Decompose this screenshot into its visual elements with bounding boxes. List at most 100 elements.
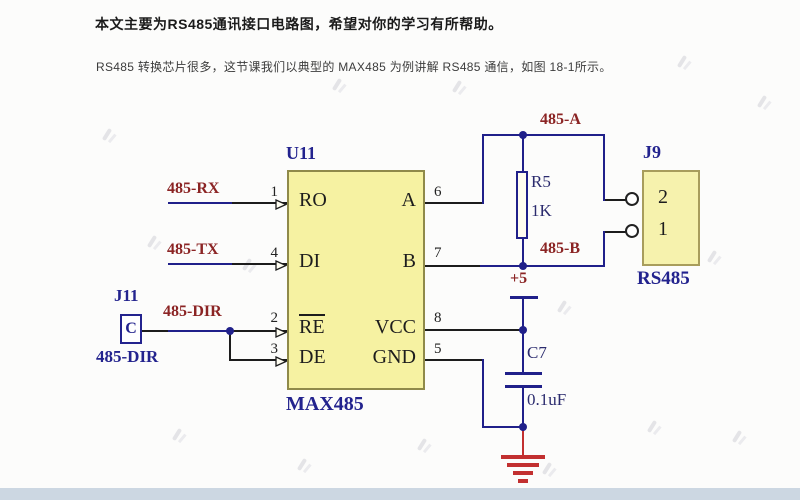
- wire-ground: [522, 427, 524, 456]
- pin-number: 4: [270, 245, 279, 261]
- pin-name-di: DI: [299, 250, 321, 272]
- pin-name-gnd: GND: [372, 346, 416, 368]
- wire-gnd-pin: [482, 359, 484, 428]
- junction-dot: [519, 326, 527, 334]
- wire-485-tx: [168, 263, 232, 265]
- wire-pin-a: [425, 202, 483, 204]
- pin-number: 1: [270, 184, 279, 200]
- net-label-485-rx: 485-RX: [167, 180, 220, 197]
- wire-gnd-pin: [425, 359, 483, 361]
- watermark-mark: [731, 429, 743, 444]
- pin-name-b: B: [402, 250, 416, 272]
- resistor-r5-body: [516, 171, 528, 239]
- wire-gnd-pin: [483, 426, 525, 428]
- connector-j9-body: [642, 170, 700, 266]
- bottom-strip: [0, 488, 800, 500]
- connector-j9-designator: J9: [643, 142, 661, 162]
- power-bar: [510, 296, 538, 299]
- wire-485-dir: [232, 330, 287, 332]
- ic-part-label: MAX485: [286, 393, 364, 415]
- connector-j9-terminal: [625, 192, 639, 206]
- wire-r5-top: [522, 134, 524, 172]
- watermark-mark: [171, 427, 183, 442]
- watermark-mark: [146, 234, 158, 249]
- junction-dot: [519, 131, 527, 139]
- watermark-mark: [101, 127, 113, 142]
- junction-dot: [519, 423, 527, 431]
- pin-name-de: DE: [299, 346, 326, 368]
- wire-vcc-cap: [522, 330, 524, 373]
- watermark-mark: [416, 437, 428, 452]
- pin-arrow-icon: [275, 258, 288, 272]
- wire-485-rx: [232, 202, 287, 204]
- wire-485-a-rail: [603, 134, 605, 201]
- watermark-mark: [706, 249, 718, 264]
- resistor-value: 1K: [531, 201, 552, 220]
- intro-line-2: RS485 转换芯片很多，这节课我们以典型的 MAX485 为例讲解 RS485…: [96, 60, 612, 74]
- pin-arrow-icon: [275, 197, 288, 211]
- resistor-designator: R5: [531, 172, 551, 191]
- wire-485-a-rail: [483, 134, 605, 136]
- wire-plus5: [522, 296, 524, 331]
- connector-j9-terminal: [625, 224, 639, 238]
- wire-r5-bottom: [522, 238, 524, 268]
- pin-number: 3: [270, 341, 279, 357]
- watermark-mark: [331, 77, 343, 92]
- wire-485-b-rail: [603, 231, 605, 267]
- wire-485-b-rail: [425, 265, 480, 267]
- capacitor-value: 0.1uF: [527, 390, 567, 409]
- pin-name-vcc: VCC: [374, 316, 416, 338]
- cap-plate-bottom: [505, 385, 542, 388]
- wire-485-b-rail: [480, 265, 605, 267]
- ic-designator: U11: [286, 143, 317, 163]
- wire-cap-gnd: [522, 387, 524, 428]
- connector-j9-pin1: 1: [658, 218, 668, 240]
- net-label-485-b: 485-B: [540, 240, 580, 257]
- watermark-mark: [676, 54, 688, 69]
- net-label-plus5: +5: [510, 270, 528, 287]
- wire-j9-pin2: [605, 199, 626, 201]
- wire-485-rx: [168, 202, 232, 204]
- connector-j11-designator: J11: [114, 286, 139, 305]
- watermark-mark: [296, 457, 308, 472]
- cap-plate-top: [505, 372, 542, 375]
- ground-icon: [513, 471, 533, 475]
- junction-dot: [519, 262, 527, 270]
- wire-dir-branch: [229, 330, 231, 361]
- wire-485-dir: [142, 330, 168, 332]
- pin-arrow-icon: [275, 325, 288, 339]
- wire-dir-branch: [229, 359, 287, 361]
- net-label-485-dir: 485-DIR: [163, 303, 222, 320]
- pin-number: 2: [270, 310, 279, 326]
- watermark-mark: [646, 419, 658, 434]
- ic-max485-body: [287, 170, 425, 390]
- wire-pin-a: [482, 134, 484, 204]
- net-label-485-tx: 485-TX: [167, 241, 219, 258]
- wire-485-tx: [232, 263, 287, 265]
- pin-number: 5: [434, 341, 442, 357]
- pin-name-re: RE: [299, 314, 325, 338]
- connector-j11-body: C: [120, 314, 142, 344]
- watermark-mark: [756, 94, 768, 109]
- connector-j9-label: RS485: [637, 268, 690, 289]
- pin-name-a: A: [401, 189, 416, 211]
- junction-dot: [226, 327, 234, 335]
- connector-j11-label: 485-DIR: [96, 347, 159, 366]
- pin-arrow-icon: [275, 354, 288, 368]
- pin-number: 8: [434, 310, 442, 326]
- watermark-mark: [541, 461, 553, 476]
- wire-vcc: [425, 329, 523, 331]
- connector-j9-pin2: 2: [658, 186, 668, 208]
- pin-name-ro: RO: [299, 189, 327, 211]
- ground-icon: [518, 479, 528, 483]
- ground-icon: [501, 455, 545, 459]
- pin-number: 7: [434, 245, 442, 261]
- ground-icon: [507, 463, 539, 467]
- watermark-mark: [451, 79, 463, 94]
- connector-j11-symbol: C: [125, 320, 137, 337]
- wire-485-dir: [168, 330, 232, 332]
- intro-line-1: 本文主要为RS485通讯接口电路图，希望对你的学习有所帮助。: [95, 16, 503, 32]
- watermark-mark: [556, 299, 568, 314]
- wire-j9-pin1: [605, 231, 626, 233]
